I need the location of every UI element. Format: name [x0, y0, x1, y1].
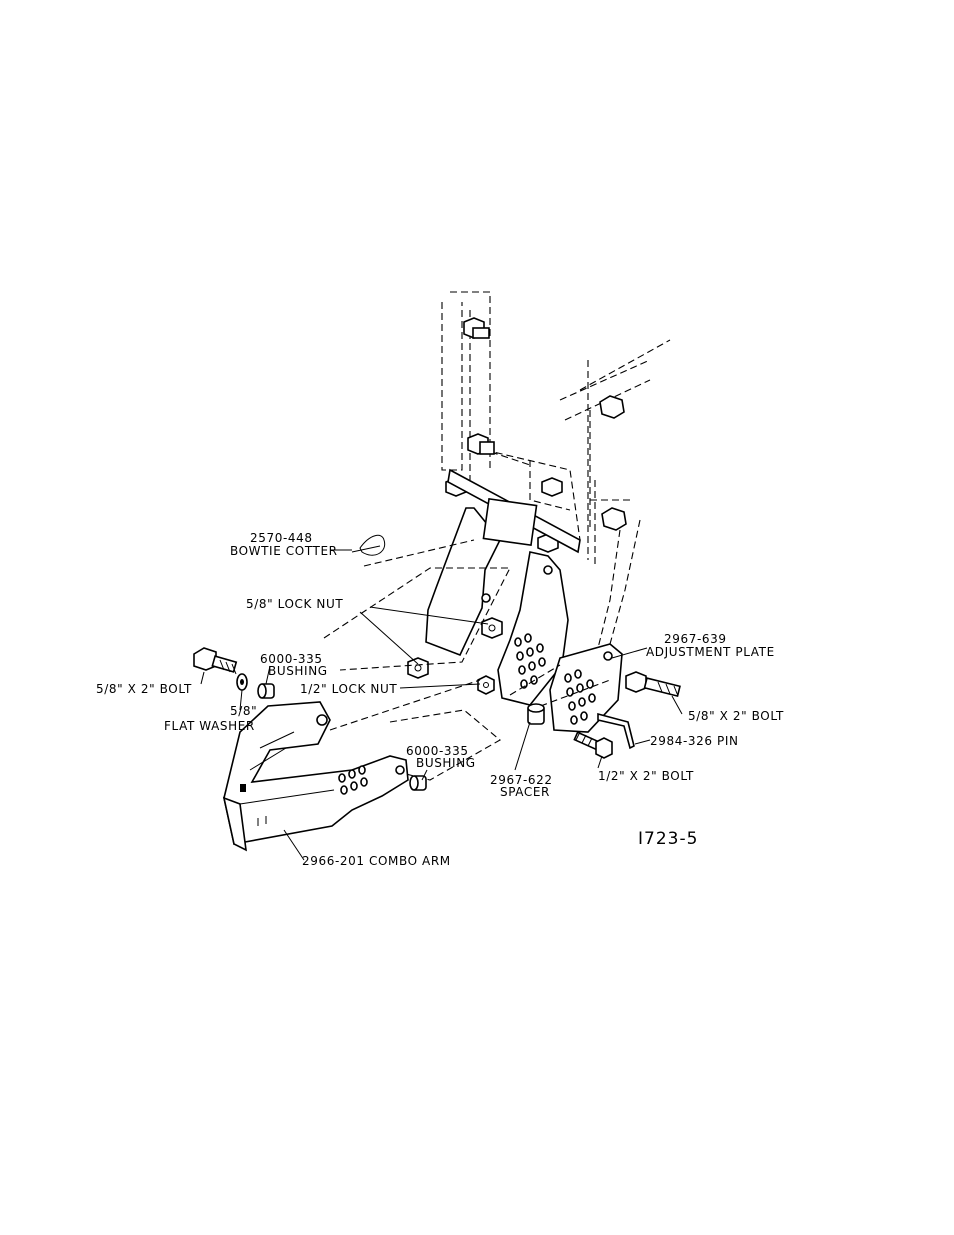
adjustment-plate-name-label: ADJUSTMENT PLATE [646, 645, 775, 659]
lock-nut-12 [478, 676, 494, 694]
bushing-lower [410, 776, 426, 790]
combo-arm-label: 2966-201 COMBO ARM [302, 854, 451, 868]
bolt-58-left-label: 5/8" X 2" BOLT [96, 682, 192, 696]
lock-nut-12-label: 1/2" LOCK NUT [300, 682, 397, 696]
flat-washer-label: FLAT WASHER [164, 719, 255, 733]
bowtie-cotter-name-label: BOWTIE COTTER [230, 544, 338, 558]
bowtie-cotter-part-label: 2570-448 [250, 531, 313, 545]
spacer [528, 704, 544, 724]
bolt-58-left [194, 648, 236, 674]
adjustment-plate-part-label: 2967-639 [664, 632, 727, 646]
bolt-58-right [626, 672, 680, 696]
bushing-lower-name-label: BUSHING [416, 756, 476, 770]
bolt-58-right-label: 5/8" X 2" BOLT [688, 709, 784, 723]
lock-nut-58-lower [408, 658, 428, 678]
lock-nut-58-label: 5/8" LOCK NUT [246, 597, 343, 611]
drawing-number: I723-5 [638, 829, 698, 849]
bushing-upper [258, 684, 274, 698]
bolt-12-label: 1/2" X 2" BOLT [598, 769, 694, 783]
parts-diagram: 2570-448 BOWTIE COTTER 5/8" LOCK NUT 296… [90, 270, 806, 879]
washer-size-label: 5/8" [230, 704, 257, 718]
bolt-12 [574, 732, 612, 758]
bushing-upper-name-label: BUSHING [268, 664, 328, 678]
exploded-view-drawing: 2570-448 BOWTIE COTTER 5/8" LOCK NUT 296… [90, 270, 806, 879]
pin-label: 2984-326 PIN [650, 734, 739, 748]
spacer-name-label: SPACER [500, 785, 550, 799]
lock-nut-58-upper [482, 618, 502, 638]
flat-washer [237, 674, 247, 690]
